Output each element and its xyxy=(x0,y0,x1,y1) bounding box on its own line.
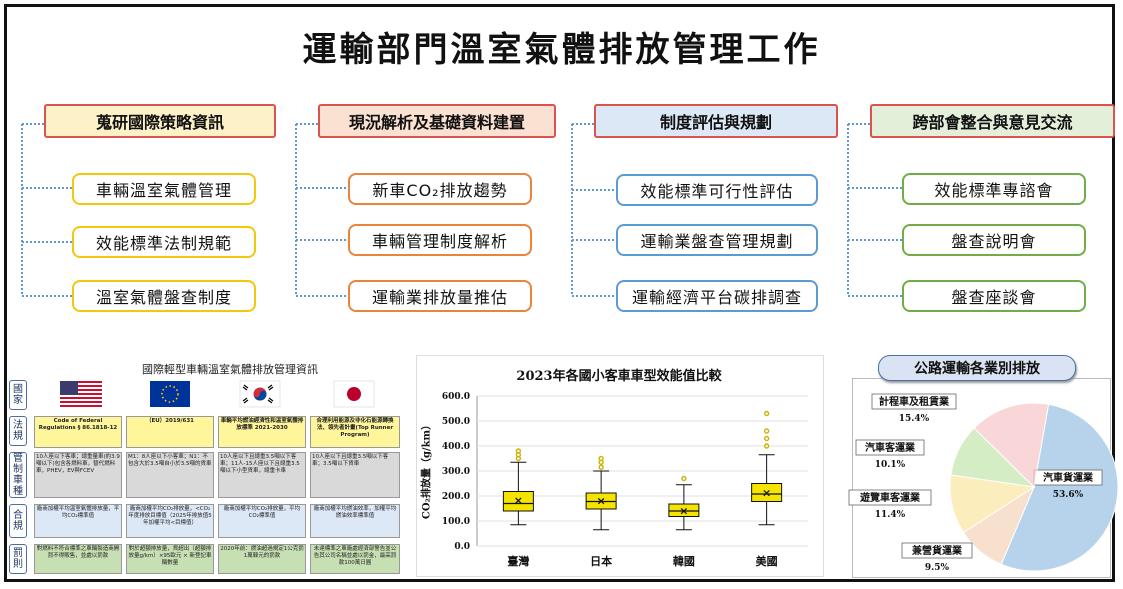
box-1: × xyxy=(502,448,534,526)
y-tick-label: 0.0 xyxy=(454,542,470,552)
vehicle-eu: M1：8人座以下小客車；N1：不包含大於3.5噸自小於3.5噸的貨車 xyxy=(126,452,214,498)
outlier-point xyxy=(763,428,770,434)
x-tick-label: 韓國 xyxy=(673,554,695,568)
pie-label-box xyxy=(871,393,957,410)
iqr-box xyxy=(502,491,534,512)
compliance-kr: 廠商加權平均CO₂排放量，平均CO₂標準值 xyxy=(218,504,306,538)
pie-slice-pct: 11.4% xyxy=(875,510,906,520)
y-tick-label: 600.0 xyxy=(442,392,470,402)
vehicle-us: 10人座以下客車；總重量車(約3.9噸以下)包含各燃料車，替代燃料車，PHEV，… xyxy=(34,452,122,498)
box-chart-title: 2023年各國小客車車型效能值比較 xyxy=(516,369,722,384)
box-chart-panel xyxy=(416,355,824,577)
iqr-box xyxy=(751,483,783,502)
y-tick-label: 300.0 xyxy=(442,467,470,477)
law-eu: （EU）2019/631 xyxy=(126,416,214,448)
item-new-car-co2: 新車CO₂排放趨勢 xyxy=(348,173,532,205)
item-platform-survey: 運輸經濟平台碳排調查 xyxy=(616,280,818,312)
item-feasibility: 效能標準可行性評估 xyxy=(616,174,818,206)
pie-slice-label: 計程車及租賃業 xyxy=(879,395,950,408)
item-briefing: 盤查說明會 xyxy=(902,224,1086,256)
x-tick-label: 臺灣 xyxy=(507,554,529,568)
pie-slice-label: 兼營貨運業 xyxy=(912,544,963,557)
item-emission-estimate: 運輸業排放量推估 xyxy=(348,280,532,312)
mean-marker: × xyxy=(597,495,606,508)
x-tick-label: 日本 xyxy=(590,554,612,568)
y-tick-label: 100.0 xyxy=(442,517,470,527)
outlier-point xyxy=(515,448,522,454)
column-header-4: 跨部會整合與意見交流 xyxy=(870,104,1115,138)
page-title: 運輸部門溫室氣體排放管理工作 xyxy=(302,30,821,70)
row-label-compliance: 合規 xyxy=(9,504,27,538)
outlier-point xyxy=(763,443,770,449)
mean-marker: × xyxy=(679,504,688,517)
pie-label-box xyxy=(848,489,932,506)
outlier-point xyxy=(763,410,770,417)
box-4: × xyxy=(751,410,783,526)
mean-marker: × xyxy=(762,486,771,499)
penalty-us: 對燃料不符合標準之車輛製造商開罰不得販售，並處以罰款 xyxy=(34,544,122,574)
law-us: Code of Federal Regulations § 86.1818-12 xyxy=(34,416,122,448)
pie-slice-pct: 9.5% xyxy=(925,563,950,573)
y-tick-label: 400.0 xyxy=(442,442,470,452)
outlier-point xyxy=(598,455,604,462)
reg-table-title: 國際輕型車輛溫室氣體排放管理資訊 xyxy=(142,363,318,376)
column-header-3: 制度評估與規劃 xyxy=(594,104,838,138)
column-header-2: 現況解析及基礎資料建置 xyxy=(318,104,556,138)
pie-slice-pct: 15.4% xyxy=(899,414,930,424)
y-tick-label: 200.0 xyxy=(442,492,470,502)
x-tick-label: 美國 xyxy=(756,554,778,568)
pie-label-box xyxy=(855,439,925,456)
pie-label-box xyxy=(901,542,973,559)
penalty-jp: 未達標準之車廠處經濟部警告並公告其公司名稱並處以罰金，最高罰款100萬日圓 xyxy=(310,544,400,574)
pie-slice-label: 遊覽車客運業 xyxy=(860,491,921,504)
pie-slice-label: 汽車客運業 xyxy=(865,441,916,454)
row-label-law: 法規 xyxy=(9,416,27,446)
pie-slice-label: 汽車貨運業 xyxy=(1043,471,1094,484)
box-3: × xyxy=(668,475,700,531)
compliance-jp: 廠商加權平均燃油效率，加權平均燃油效率標準值 xyxy=(310,504,400,538)
compliance-eu: 廠商加權平均CO₂排放量，<CO₂年度排放目標值（2025年排放值5年加權平均<… xyxy=(126,504,214,538)
row-label-penalty: 罰則 xyxy=(9,544,27,574)
y-tick-label: 500.0 xyxy=(442,417,470,427)
penalty-kr: 2020年前：燃油超過規定1公克罰1萬韓元的罰款 xyxy=(218,544,306,574)
outlier-point xyxy=(598,464,604,470)
row-label-country: 國家 xyxy=(9,380,27,410)
outlier-point xyxy=(681,475,687,482)
item-inventory-plan: 運輸業盤查管理規劃 xyxy=(616,224,818,256)
row-label-vehicle: 管制車種 xyxy=(9,452,27,498)
item-ghg-inventory: 溫室氣體盤查制度 xyxy=(72,280,256,312)
pie-slice xyxy=(973,402,1050,489)
pie-slice xyxy=(1000,403,1119,572)
law-kr: 車輛平均燃油經濟性和溫室氣體排放標準 2021-2030 xyxy=(218,416,306,448)
compliance-us: 廠商加權平均溫室氣體排放量，平均CO₂標準值 xyxy=(34,504,122,538)
column-header-1: 蒐研國際策略資訊 xyxy=(44,104,276,138)
outlier-point xyxy=(763,435,770,442)
pie-chart-title: 公路運輸各業別排放 xyxy=(878,355,1076,381)
item-vehicle-ghg: 車輛溫室氣體管理 xyxy=(72,173,256,205)
item-expert-meeting: 效能標準專諮會 xyxy=(902,173,1086,205)
mean-marker: × xyxy=(514,494,523,507)
box-2: × xyxy=(585,455,617,531)
vehicle-jp: 10人座以下且總重3.5噸以下客車；3.5噸以下貨車 xyxy=(310,452,400,498)
item-vehicle-mgmt: 車輛管理制度解析 xyxy=(348,224,532,256)
iqr-box xyxy=(668,503,700,517)
pie-slice-pct: 10.1% xyxy=(875,460,906,470)
item-forum: 盤查座談會 xyxy=(902,280,1086,312)
vehicle-kr: 10人座以下且總重3.5噸以下客車；11人-15人座以下且總重3.5噸以下小型貨… xyxy=(218,452,306,498)
pie-slice-pct: 53.6% xyxy=(1053,490,1084,500)
item-efficiency-law: 效能標準法制規範 xyxy=(72,226,256,258)
penalty-eu: 對於超額排放量，貨超出（超額排放量g/km）×95歐元 × 新登記車輛數量 xyxy=(126,544,214,574)
law-jp: 合理利用能源及非化石能源轉換法、領先者計畫(Top Runner Program… xyxy=(310,416,400,448)
